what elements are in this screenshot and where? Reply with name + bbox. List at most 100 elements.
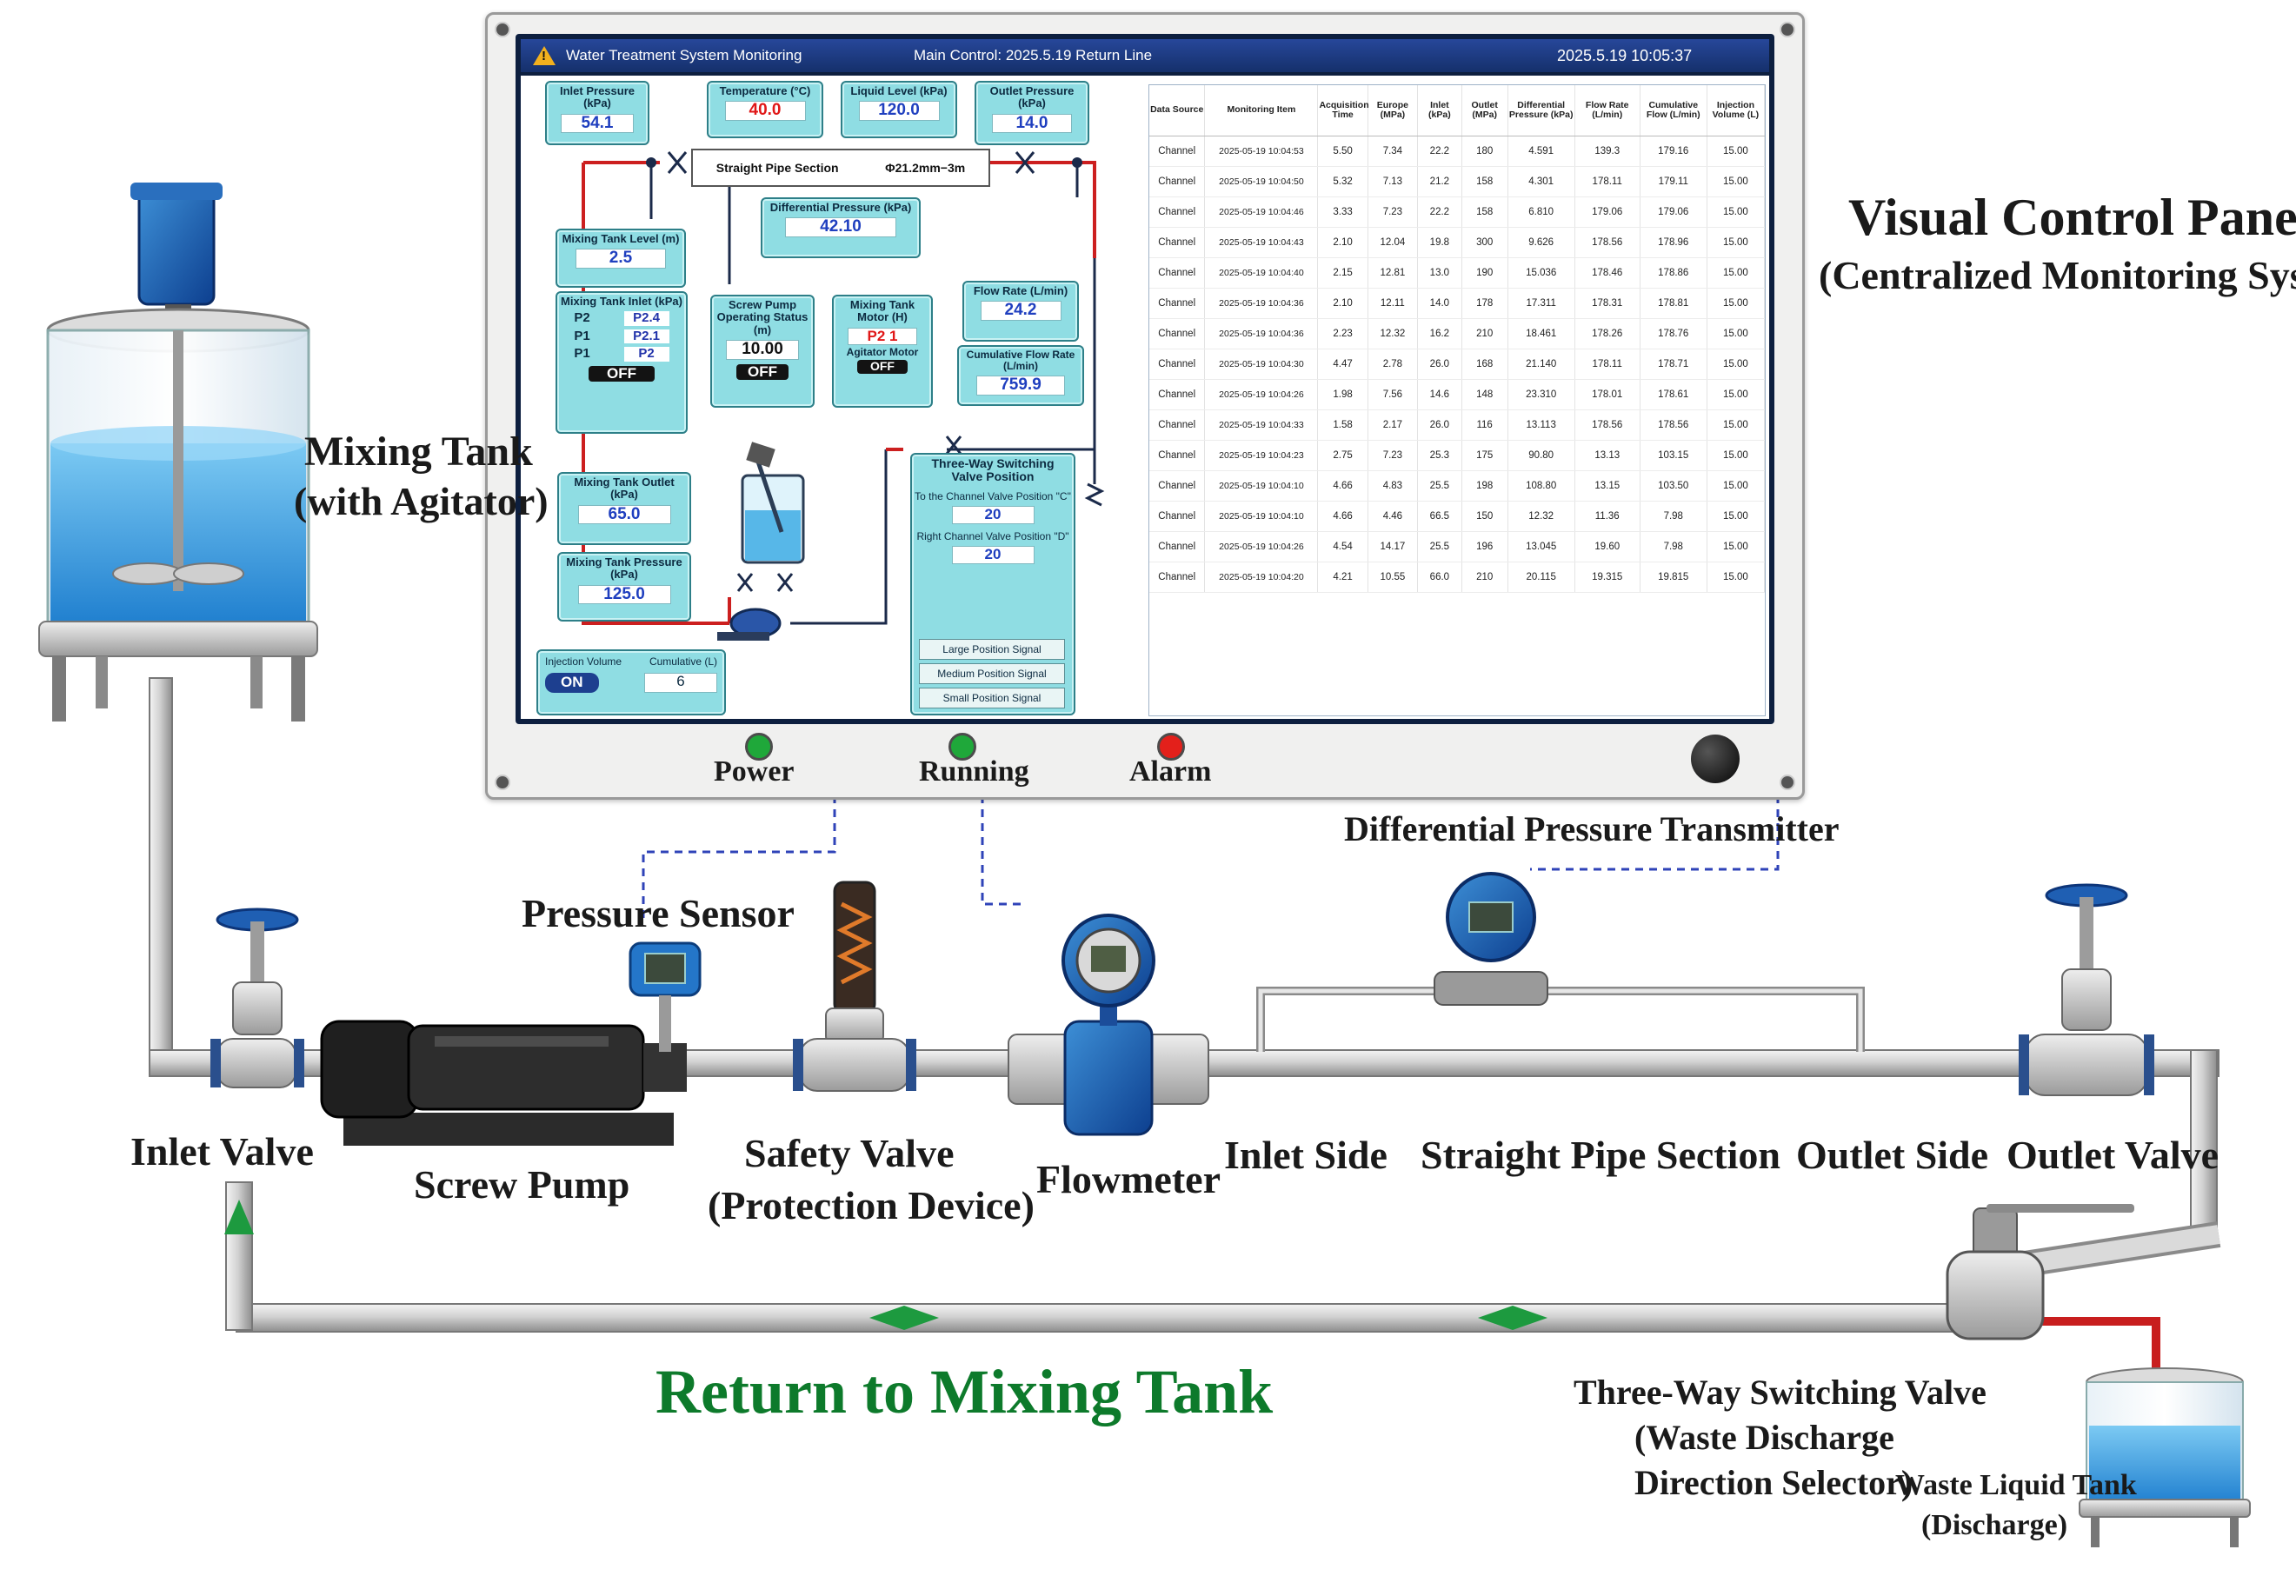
table-cell: 4.66 [1317,501,1368,532]
table-cell: 15.00 [1707,470,1766,502]
motor-housing [137,190,216,306]
flow-rate-value: 24.2 [980,301,1061,322]
flow-rate-box: Flow Rate (L/min) 24.2 [962,281,1079,342]
table-cell: 19.315 [1574,562,1640,593]
safety-valve-sublabel: (Protection Device) [708,1183,1035,1227]
table-cell: 12.32 [1368,318,1419,349]
table-cell: 15.00 [1707,136,1766,167]
table-cell: 13.15 [1574,470,1640,502]
return-to-mixing-tank-label: Return to Mixing Tank [656,1357,1274,1426]
table-header-cell: Inlet (kPa) [1417,85,1462,136]
table-cell: 196 [1461,531,1508,562]
medium-position-signal-button[interactable]: Medium Position Signal [919,663,1065,684]
table-cell: 103.50 [1640,470,1707,502]
screen-datetime: 2025.5.19 10:05:37 [1557,46,1693,64]
table-cell: Channel [1149,470,1206,502]
table-cell: 15.00 [1707,562,1766,593]
table-cell: 20.115 [1507,562,1575,593]
running-light-icon [948,733,976,761]
straight-pipe-label: Straight Pipe Section [1421,1133,1780,1177]
table-cell: 7.23 [1368,196,1419,228]
outlet-valve-label: Outlet Valve [2007,1133,2219,1177]
table-cell: 18.461 [1507,318,1575,349]
mixing-tank-label: Mixing Tank [304,429,533,475]
table-cell: 5.50 [1317,136,1368,167]
straight-pipe-section-box: Straight Pipe Section Φ21.2mm−3m [691,149,990,187]
injection-volume-box: Injection Volume Cumulative (L) ON 6 [536,649,726,715]
large-position-signal-button[interactable]: Large Position Signal [919,639,1065,660]
table-cell: 15.00 [1707,379,1766,410]
power-label: Power [714,755,795,788]
table-cell: 26.0 [1417,349,1462,380]
injection-on-toggle[interactable]: ON [545,673,599,693]
control-knob-icon[interactable] [1691,735,1740,783]
table-cell: 2.10 [1317,227,1368,258]
table-cell: 66.0 [1417,562,1462,593]
table-cell: 15.00 [1707,349,1766,380]
table-cell: 23.310 [1507,379,1575,410]
pressure-sensor-label: Pressure Sensor [522,891,795,935]
mixing-tank-motor-toggle[interactable]: OFF [856,360,908,374]
screw-pump-status-toggle[interactable]: OFF [735,363,789,381]
mixing-tank-sublabel: (with Agitator) [294,479,549,523]
table-cell: 10.55 [1368,562,1419,593]
table-cell: Channel [1149,257,1206,289]
table-cell: 179.06 [1640,196,1707,228]
bezel-screw [1780,22,1795,37]
table-cell: 15.00 [1707,227,1766,258]
table-cell: 178.31 [1574,288,1640,319]
screen-content: B Inlet Pressure (kPa) 54.1 Temperature … [521,76,1769,719]
table-header-cell: Outlet (MPa) [1461,85,1508,136]
table-cell: 4.66 [1317,470,1368,502]
table-cell: 2025-05-19 10:04:53 [1204,136,1319,167]
table-cell: 2025-05-19 10:04:33 [1204,409,1319,441]
table-cell: 12.32 [1507,501,1575,532]
table-cell: 17.311 [1507,288,1575,319]
table-cell: 2025-05-19 10:04:26 [1204,379,1319,410]
table-cell: 2025-05-19 10:04:23 [1204,440,1319,471]
screw-pump-status-value: 10.00 [726,339,799,360]
table-cell: 4.83 [1368,470,1419,502]
mixing-tank-level-box: Mixing Tank Level (m) 2.5 [556,229,686,288]
screen-title-bar: Water Treatment System Monitoring Main C… [521,39,1769,72]
three-way-title: Three-Way Switching Valve Position [931,456,1055,484]
table-cell: Channel [1149,501,1206,532]
table-cell: 178.76 [1640,318,1707,349]
table-header-cell: Cumulative Flow (L/min) [1640,85,1707,136]
table-cell: 178.81 [1640,288,1707,319]
table-cell: 15.00 [1707,288,1766,319]
table-header-cell: Flow Rate (L/min) [1574,85,1640,136]
left-channel-label: To the Channel Valve Position "C" [915,489,1071,502]
mixing-tank-inlet-status[interactable]: OFF [588,365,656,382]
outlet-side-label: Outlet Side [1796,1133,1989,1177]
alarm-light-icon [1157,733,1185,761]
table-cell: Channel [1149,409,1206,441]
table-cell: 178.61 [1640,379,1707,410]
table-cell: 2025-05-19 10:04:43 [1204,227,1319,258]
table-header-cell: Data Source [1149,85,1206,136]
flowmeter [1008,914,1209,1136]
table-cell: 178.46 [1574,257,1640,289]
screen-mixing-tank [741,442,805,564]
table-cell: 6.810 [1507,196,1575,228]
waste-tank-sublabel: (Discharge) [1921,1509,2068,1541]
liquid-level-label: Liquid Level (kPa) [850,84,948,97]
table-cell: 179.16 [1640,136,1707,167]
small-position-signal-button[interactable]: Small Position Signal [919,688,1065,708]
mixing-tank-pressure-value: 125.0 [577,584,671,605]
